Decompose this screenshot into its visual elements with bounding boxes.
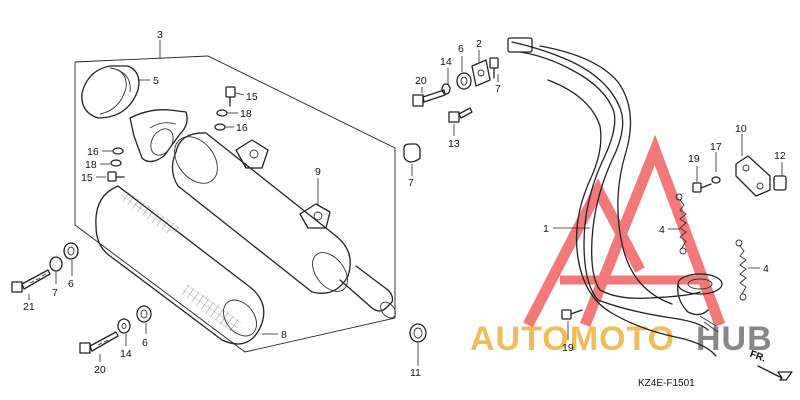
watermark-word-hub: HUB <box>696 320 773 358</box>
part-label-17: 17 <box>710 141 722 153</box>
part-label-14-bottom: 14 <box>120 348 132 360</box>
upper-fastener-stack <box>214 86 236 131</box>
part-label-6-bottom: 6 <box>142 337 148 349</box>
part-label-15-lower: 15 <box>81 172 93 184</box>
watermark-triangle-logo <box>523 134 726 328</box>
middle-collar <box>403 143 421 163</box>
end-cap-part <box>81 65 140 119</box>
part-label-8: 8 <box>281 329 287 341</box>
part-label-4-left: 4 <box>659 224 665 236</box>
lower-pipe-bolt <box>561 309 583 320</box>
part-label-7-middle: 7 <box>408 177 414 189</box>
part-label-1: 1 <box>543 223 549 235</box>
part-label-13: 13 <box>448 138 460 150</box>
part-label-11: 11 <box>410 367 421 379</box>
part-label-10: 10 <box>735 123 747 135</box>
part-label-19-lower: 19 <box>562 342 574 354</box>
part-label-4-right: 4 <box>763 263 769 275</box>
part-label-5: 5 <box>153 75 159 87</box>
part-label-20-upper: 20 <box>415 75 427 87</box>
part-label-7-left: 7 <box>52 287 58 299</box>
part-label-20-bottom: 20 <box>94 364 106 376</box>
exhaust-pipe-part <box>507 37 723 357</box>
part-label-15-upper: 15 <box>246 91 258 103</box>
part-label-6-left: 6 <box>68 278 74 290</box>
left-mount-hardware <box>11 242 79 293</box>
exhaust-spring-left <box>675 193 687 255</box>
part-label-9: 9 <box>315 166 321 178</box>
muffler-shell-part <box>95 185 265 345</box>
inner-pipe-part <box>129 109 188 163</box>
part-label-14-upper: 14 <box>440 56 452 68</box>
pipe-bracket-group <box>692 155 787 197</box>
exhaust-spring-right <box>735 239 747 301</box>
part-label-3: 3 <box>157 29 163 41</box>
part-label-18-upper: 18 <box>240 108 252 120</box>
part-label-6-upper: 6 <box>458 43 464 55</box>
part-number-labels: 3 5 15 18 16 16 18 15 9 8 21 7 6 20 14 6… <box>23 29 786 379</box>
part-label-16-lower: 16 <box>87 146 99 158</box>
bottom-mount-hardware <box>79 305 152 354</box>
part-label-12: 12 <box>774 150 786 162</box>
front-direction-arrow-icon <box>757 365 793 381</box>
part-label-16-upper: 16 <box>236 122 248 134</box>
joint-gasket <box>409 323 427 343</box>
part-label-21: 21 <box>23 301 35 313</box>
muffler-body-part <box>171 132 396 319</box>
front-direction-label: FR. <box>748 349 767 365</box>
pipe-flange-hardware <box>412 57 499 123</box>
part-label-2: 2 <box>476 38 482 50</box>
part-label-19-upper: 19 <box>688 153 700 165</box>
lower-fastener-stack <box>107 147 125 182</box>
automotohub-watermark: AUTOMOTO HUB <box>470 134 773 358</box>
muffler-assembly-frame <box>74 55 396 353</box>
part-label-18-lower: 18 <box>85 159 97 171</box>
diagram-code: KZ4E-F1501 <box>638 378 695 389</box>
part-label-7-upper: 7 <box>495 83 501 95</box>
